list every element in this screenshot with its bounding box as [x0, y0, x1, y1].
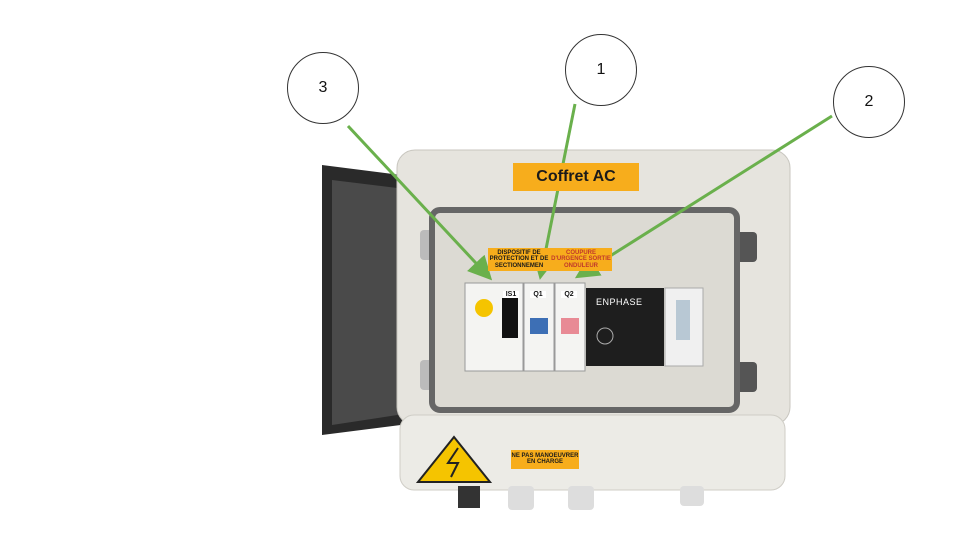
cable-gland — [680, 486, 704, 506]
enphase-button — [596, 327, 614, 345]
callout-1: 1 — [565, 34, 637, 106]
callout-3: 3 — [287, 52, 359, 124]
enphase-logo: ENPHASE — [596, 297, 643, 307]
q2-label: Q2 — [561, 291, 577, 298]
emergency-label: COUPURE D'URGENCE SORTIE ONDULEUR — [550, 248, 612, 271]
cable-gland — [508, 486, 534, 510]
warning-label: NE PAS MANOEUVRER EN CHARGE — [511, 450, 579, 469]
module-enphase — [586, 288, 664, 366]
is1-toggle — [502, 298, 518, 338]
q2-toggle — [561, 318, 579, 334]
latch — [735, 362, 757, 392]
q1-label: Q1 — [530, 291, 546, 298]
arrow-3 — [346, 124, 493, 281]
is1-label: IS1 — [503, 291, 519, 298]
high-voltage-icon — [415, 435, 493, 483]
latch — [735, 232, 757, 262]
callout-2: 2 — [833, 66, 905, 138]
arrow-2 — [574, 114, 833, 279]
protection-label: DISPOSITIF DE PROTECTION ET DE SECTIONNE… — [488, 248, 550, 271]
meter-display — [676, 300, 690, 340]
test-button — [475, 299, 493, 317]
cable-gland — [568, 486, 594, 510]
lightning-bolt-icon — [446, 447, 460, 478]
q1-toggle — [530, 318, 548, 334]
box-title-label: Coffret AC — [513, 163, 639, 191]
cable-gland — [458, 486, 480, 508]
